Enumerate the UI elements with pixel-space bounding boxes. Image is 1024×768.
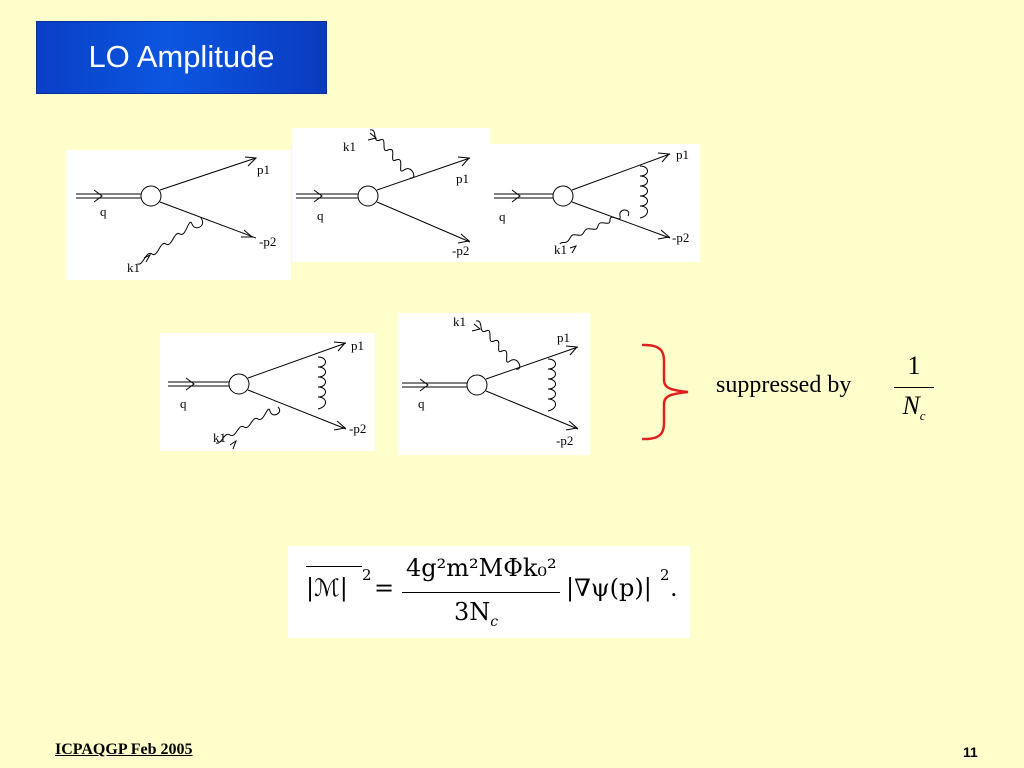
formula-rhs: |∇ψ(p)| [566,574,652,602]
fraction-denominator: Nc [902,391,926,424]
title-bar: LO Amplitude [36,21,327,94]
fraction-numerator: 1 [907,351,921,380]
feynman-diagram-2: k1 p1 q -p2 [292,128,490,262]
label-p1: p1 [351,338,364,353]
formula-rhs-exponent: 2 [660,566,670,584]
formula-fraction-bar [402,592,560,593]
label-k1: k1 [554,242,567,257]
formula-period: . [670,574,678,602]
label-p2: -p2 [556,433,573,448]
label-q: q [180,396,187,411]
label-p1: p1 [456,171,469,186]
feynman-diagram-5: k1 p1 q -p2 [398,313,590,455]
label-k1: k1 [453,314,466,329]
label-q: q [418,396,425,411]
label-p2: -p2 [672,230,689,245]
label-q: q [100,204,107,219]
formula-lhs-exponent: 2 [362,566,372,584]
overline [306,566,362,567]
label-k1: k1 [343,139,356,154]
feynman-diagram-4: q p1 -p2 k1 [160,333,375,451]
right-brace [641,343,689,441]
footer-conference: ICPAQGP Feb 2005 [55,741,193,758]
formula-numerator: 4g²m²MΦk₀² [406,554,557,582]
feynman-diagram-1: q p1 -p2 k1 [66,150,291,280]
label-k1: k1 [213,430,226,445]
amplitude-formula: |ℳ| 2 = 4g²m²MΦk₀² 3Nc |∇ψ(p)| 2 . [288,546,690,638]
suppression-fraction: 1 Nc [894,351,934,430]
label-p2: -p2 [452,243,469,258]
slide-title: LO Amplitude [88,39,275,74]
label-p2: -p2 [259,234,276,249]
label-q: q [499,209,506,224]
formula-equals: = [374,574,395,602]
label-p1: p1 [676,147,689,162]
feynman-diagram-3: q p1 -p2 k1 [490,144,700,262]
fraction-bar [894,387,934,388]
suppressed-by-text: suppressed by [716,372,852,398]
label-p1: p1 [257,162,270,177]
formula-denominator: 3Nc [454,598,499,630]
label-p1: p1 [557,330,570,345]
label-p2: -p2 [349,421,366,436]
label-k1: k1 [127,260,140,275]
page-number: 11 [963,744,978,760]
formula-lhs: |ℳ| [306,574,348,602]
label-q: q [317,208,324,223]
